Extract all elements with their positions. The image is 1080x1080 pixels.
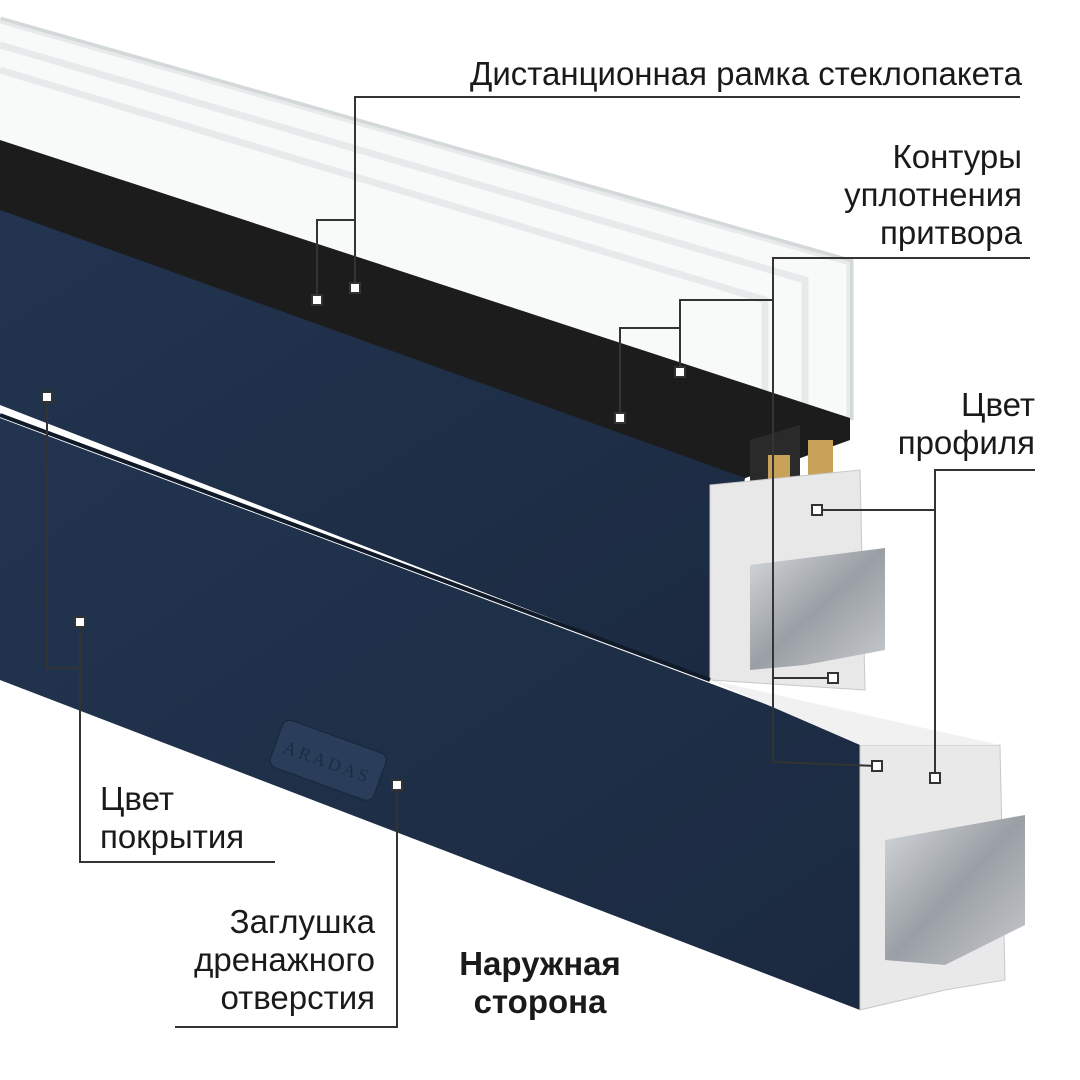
label-exterior-side: Наружная сторона <box>440 945 640 1021</box>
label-line: Цвет <box>100 780 174 817</box>
label-spacer-frame: Дистанционная рамка стеклопакета <box>470 55 1022 92</box>
seal-strip <box>0 140 850 480</box>
sash-face <box>0 210 745 680</box>
label-drain-cap: Заглушка дренажного отверстия <box>194 903 375 1017</box>
glass-surface <box>0 20 850 420</box>
label-line: дренажного <box>194 941 375 978</box>
label-coating-color: Цвет покрытия <box>100 780 244 856</box>
label-line: уплотнения <box>844 176 1022 213</box>
label-profile-color: Цвет профиля <box>898 386 1035 462</box>
label-line: Наружная <box>459 945 621 982</box>
frame-face <box>0 418 875 1010</box>
label-line: притвора <box>880 214 1022 251</box>
callout-lines <box>46 96 1035 1028</box>
sash-reinforcement <box>750 548 885 670</box>
label-line: сторона <box>473 983 607 1020</box>
label-line: отверстия <box>220 979 375 1016</box>
label-line: Цвет <box>961 386 1035 423</box>
callout-markers <box>41 282 941 791</box>
label-line: профиля <box>897 424 1035 461</box>
label-line: покрытия <box>100 818 245 855</box>
label-seal-contours: Контуры уплотнения притвора <box>844 138 1022 252</box>
frame-reinforcement <box>885 815 1025 965</box>
label-line: Заглушка <box>229 903 375 940</box>
label-line: Контуры <box>892 138 1023 175</box>
